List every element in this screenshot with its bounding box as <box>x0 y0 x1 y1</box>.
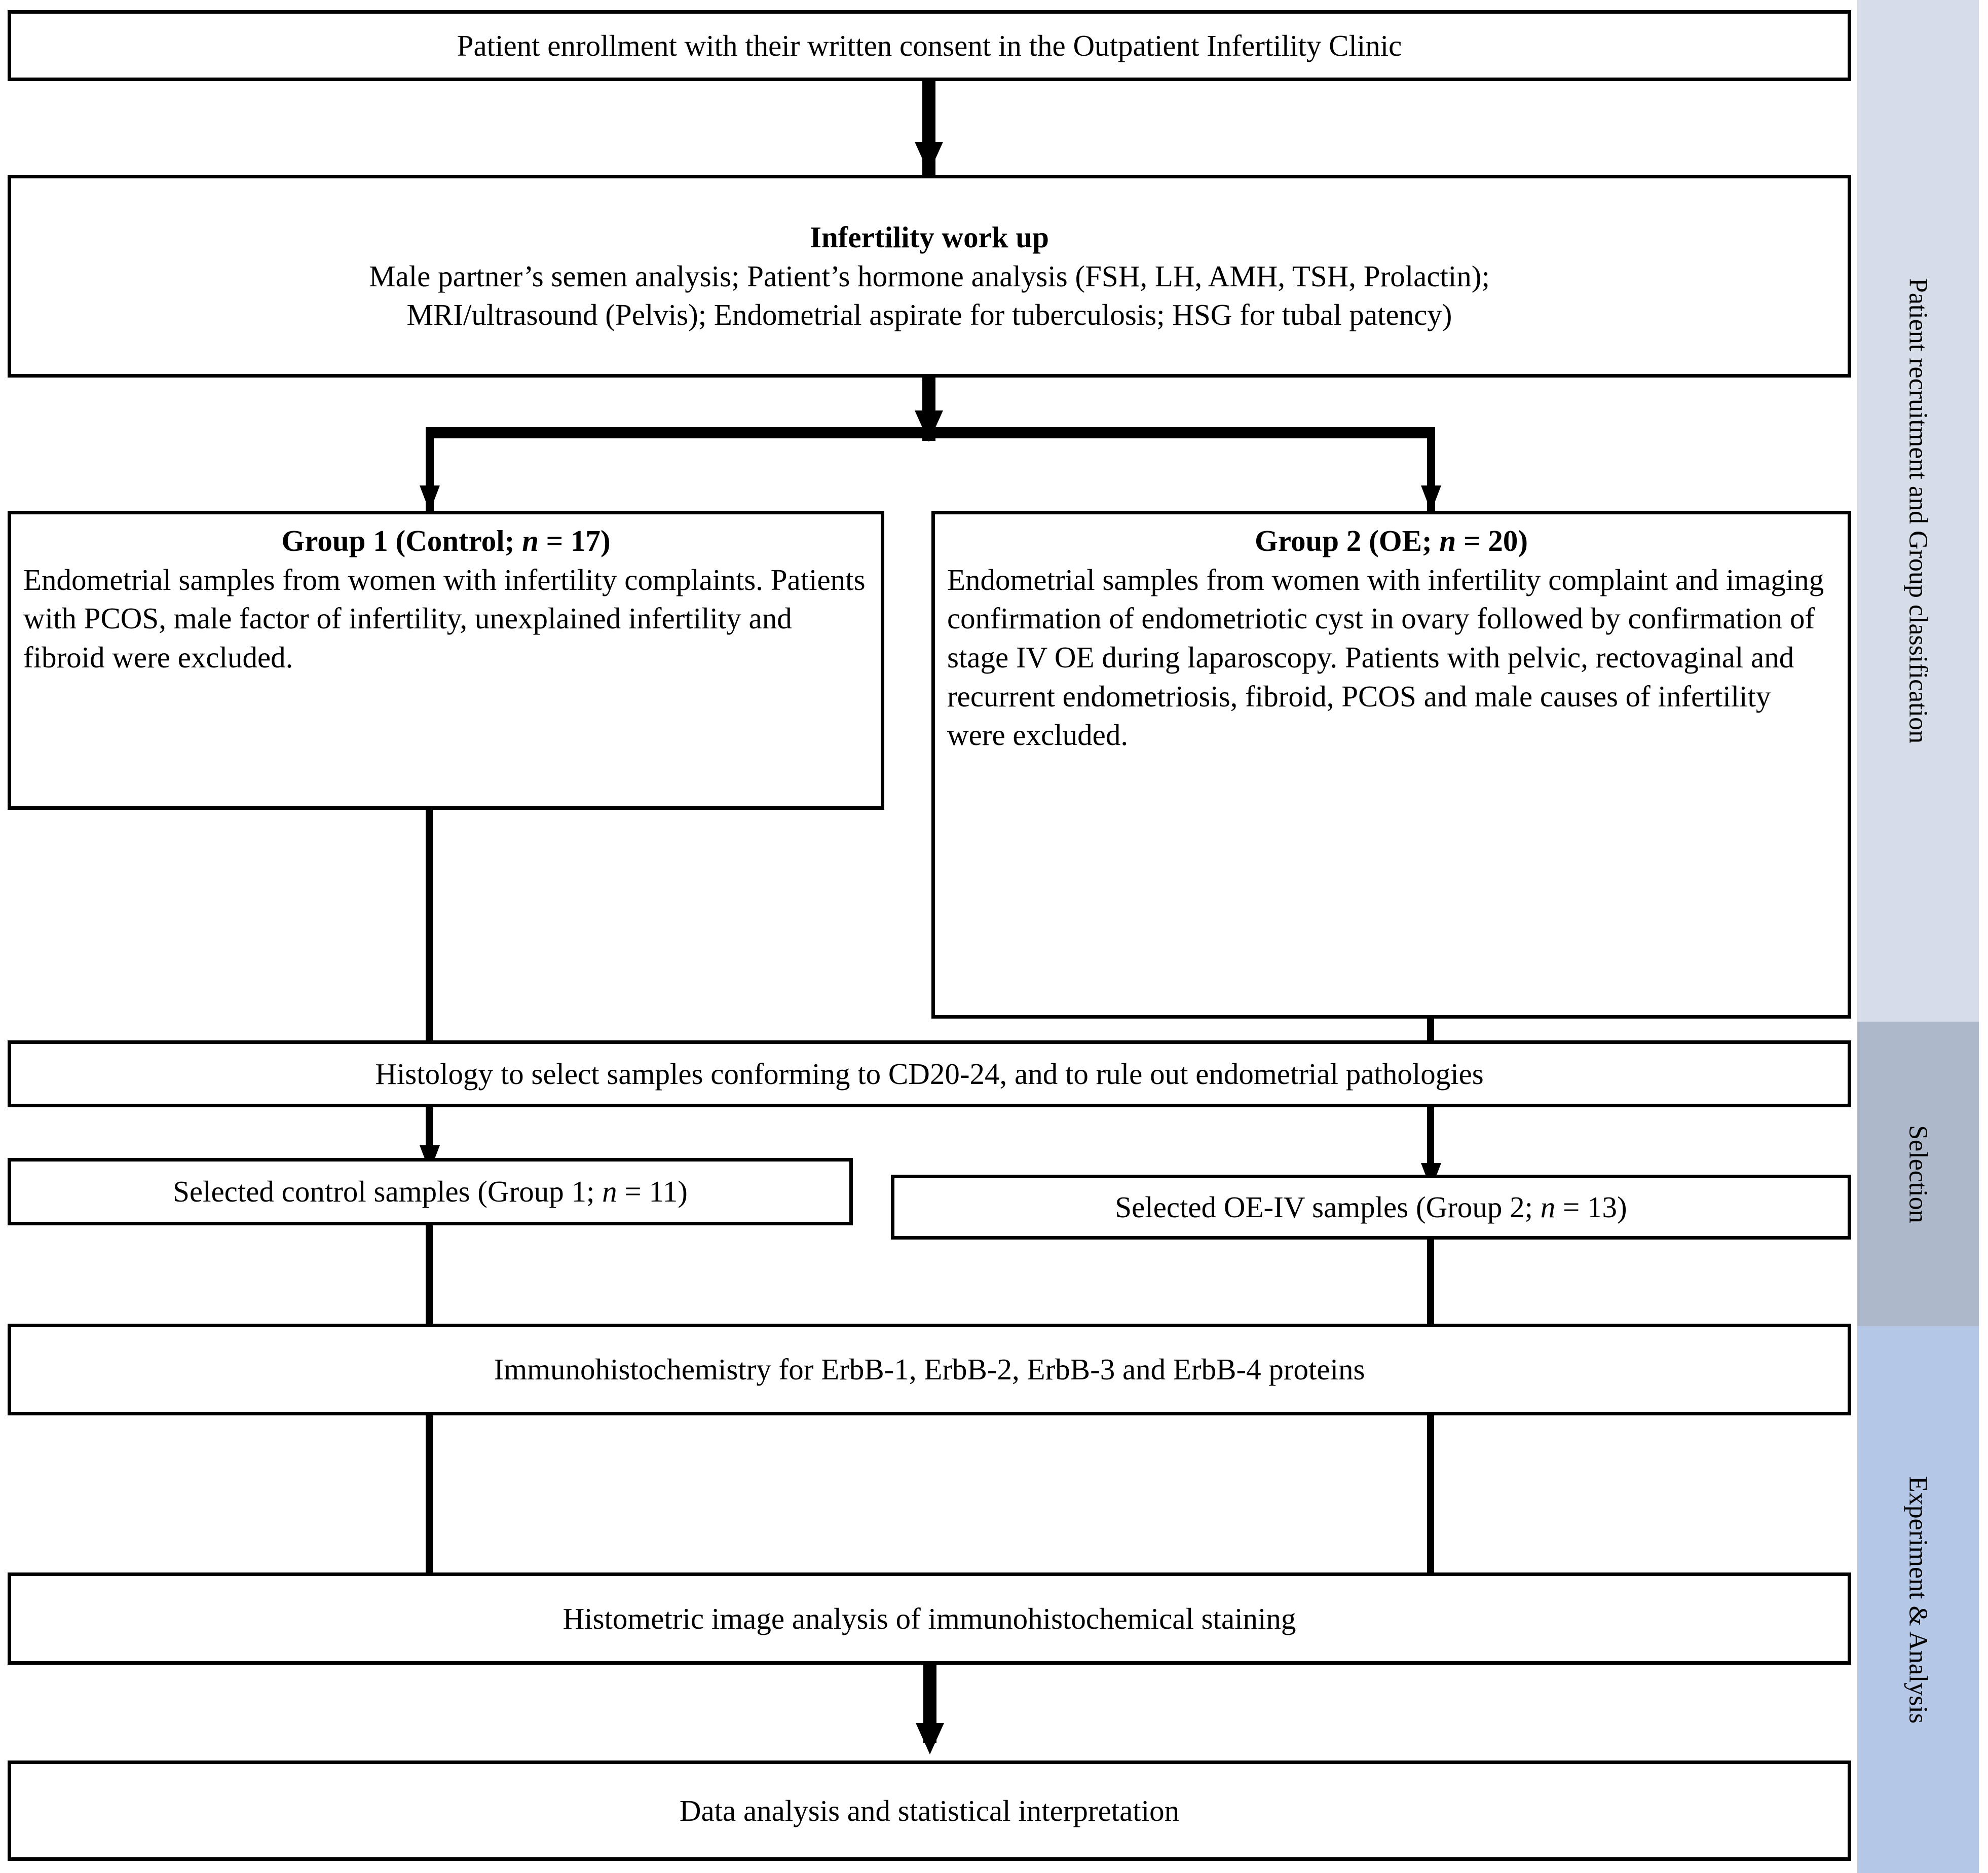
node-data-analysis-text: Data analysis and statistical interpreta… <box>679 1793 1180 1827</box>
node-group2[interactable]: Group 2 (OE; n = 20) Endometrial samples… <box>931 511 1851 1019</box>
sidebar-band-experiment: Experiment & Analysis <box>1857 1326 1979 1873</box>
connector-group2-to-histology <box>1427 1016 1434 1045</box>
node-immunohistochemistry[interactable]: Immunohistochemistry for ErbB-1, ErbB-2,… <box>8 1324 1851 1415</box>
node-workup-title: Infertility work up <box>810 220 1049 254</box>
node-selected-control-text: Selected control samples (Group 1; n = 1… <box>173 1175 688 1209</box>
sidebar-label-selection: Selection <box>1903 1125 1933 1223</box>
node-group2-title: Group 2 (OE; n = 20) <box>1254 524 1528 557</box>
node-data-analysis[interactable]: Data analysis and statistical interpreta… <box>8 1760 1851 1861</box>
node-group1-title: Group 1 (Control; n = 17) <box>281 524 611 557</box>
sidebar-label-recruitment: Patient recruitment and Group classifica… <box>1903 278 1933 744</box>
connector-ihc-to-histometric-left <box>426 1415 433 1572</box>
sidebar-band-selection: Selection <box>1857 1022 1979 1326</box>
node-histometric-text: Histometric image analysis of immunohist… <box>562 1601 1296 1635</box>
arrowhead-split-right <box>1421 485 1441 512</box>
arrowhead-split-left <box>420 485 440 512</box>
node-workup-line1: Male partner’s semen analysis; Patient’s… <box>369 259 1490 293</box>
node-enrollment[interactable]: Patient enrollment with their written co… <box>8 10 1851 81</box>
node-selected-oe[interactable]: Selected OE-IV samples (Group 2; n = 13) <box>891 1175 1851 1240</box>
arrowhead-enrollment-to-workup <box>915 142 943 173</box>
node-selected-control[interactable]: Selected control samples (Group 1; n = 1… <box>8 1158 853 1225</box>
connector-ihc-to-histometric-right <box>1427 1415 1434 1572</box>
sidebar-band-recruitment: Patient recruitment and Group classifica… <box>1857 0 1979 1022</box>
node-enrollment-text: Patient enrollment with their written co… <box>457 28 1402 62</box>
connector-split-bar <box>426 427 1434 438</box>
arrowhead-data-analysis <box>916 1723 944 1754</box>
connector-selected-oe-to-ihc <box>1427 1240 1434 1324</box>
node-histometric-analysis[interactable]: Histometric image analysis of immunohist… <box>8 1572 1851 1665</box>
connector-selected-control-to-ihc <box>426 1222 433 1324</box>
node-histology-text: Histology to select samples conforming t… <box>375 1057 1484 1091</box>
node-group2-body: Endometrial samples from women with infe… <box>947 563 1824 752</box>
sidebar-label-experiment: Experiment & Analysis <box>1903 1476 1933 1724</box>
node-group1-body: Endometrial samples from women with infe… <box>23 563 866 675</box>
node-workup-line2: MRI/ultrasound (Pelvis); Endometrial asp… <box>406 298 1452 332</box>
node-ihc-text: Immunohistochemistry for ErbB-1, ErbB-2,… <box>494 1353 1365 1387</box>
node-group1[interactable]: Group 1 (Control; n = 17) Endometrial sa… <box>8 511 884 810</box>
node-histology[interactable]: Histology to select samples conforming t… <box>8 1040 1851 1107</box>
node-infertility-workup[interactable]: Infertility work up Male partner’s semen… <box>8 175 1851 378</box>
connector-group1-to-histology <box>426 807 433 1045</box>
node-selected-oe-text: Selected OE-IV samples (Group 2; n = 13) <box>1115 1190 1627 1224</box>
